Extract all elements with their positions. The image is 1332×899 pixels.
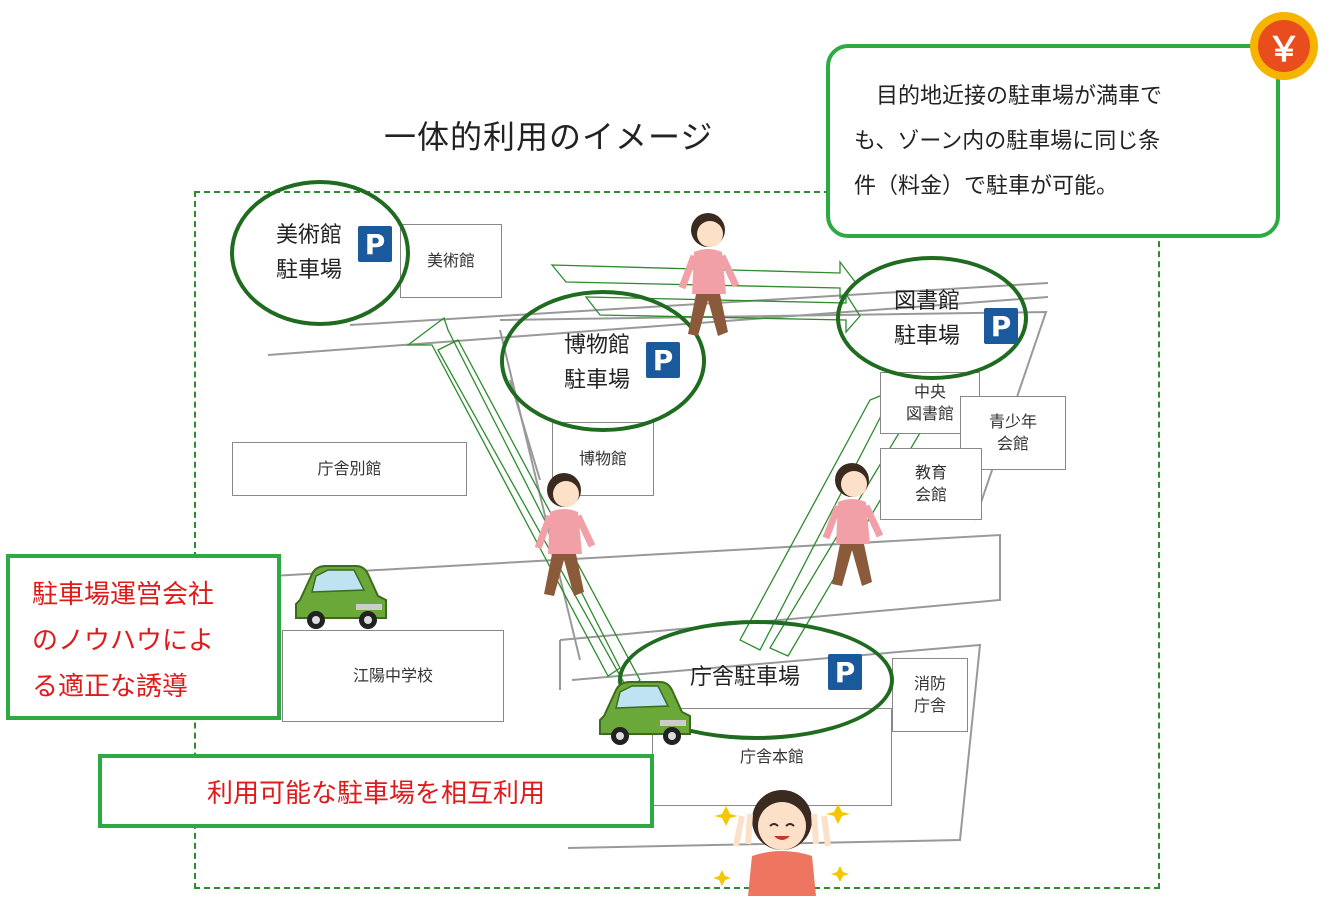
callout-text: 目的地近接の駐車場が満車で も、ゾーン内の駐車場に同じ条 件（料金）で駐車が可能…	[854, 84, 1163, 199]
walking-woman-icon	[822, 463, 884, 586]
building-junior-high: 江陽中学校	[282, 630, 504, 722]
youth-hall-line2: 会館	[996, 434, 1029, 453]
mutual-use-text: 利用可能な駐車場を相互利用	[206, 778, 545, 809]
education-hall-line2: 会館	[914, 485, 947, 504]
zone-boundary	[194, 191, 1160, 889]
walking-woman-icon	[678, 213, 740, 336]
building-fire-dept: 消防 庁舎	[892, 658, 968, 732]
diagram-title: 一体的利用のイメージ	[384, 118, 714, 156]
walking-woman-icon	[534, 473, 596, 596]
parking-icon: P	[646, 342, 680, 378]
fire-dept-line1: 消防	[913, 674, 946, 694]
youth-hall-line1: 青少年	[988, 412, 1037, 432]
condition-callout: 目的地近接の駐車場が満車で も、ゾーン内の駐車場に同じ条 件（料金）で駐車が可能…	[826, 44, 1280, 238]
parking-zone-art	[230, 180, 410, 326]
happy-woman-icon	[713, 790, 850, 896]
parking-zone-library	[836, 256, 1028, 380]
yen-symbol: ￥	[1258, 20, 1310, 72]
building-annex: 庁舎別館	[232, 442, 467, 496]
car-icon	[599, 681, 691, 745]
operator-guidance-text: 駐車場運営会社 のノウハウによ る適正な誘導	[32, 580, 215, 702]
parking-icon: P	[984, 308, 1018, 344]
building-art-museum: 美術館	[400, 224, 502, 298]
education-hall-line1: 教育	[914, 463, 947, 483]
car-icon	[295, 565, 387, 629]
mutual-use-box: 利用可能な駐車場を相互利用	[98, 754, 654, 828]
parking-label-library: 図書館 駐車場	[894, 289, 961, 350]
parking-label-museum: 博物館 駐車場	[564, 333, 631, 394]
central-library-line1: 中央	[913, 382, 946, 402]
operator-guidance-box: 駐車場運営会社 のノウハウによ る適正な誘導	[6, 554, 281, 720]
parking-icon: P	[358, 226, 392, 262]
central-library-line2: 図書館	[905, 404, 954, 423]
yen-icon: ￥	[1250, 12, 1318, 80]
parking-label-office: 庁舎駐車場	[690, 665, 801, 690]
fire-dept-line2: 庁舎	[913, 696, 946, 715]
parking-zone-museum	[500, 290, 706, 432]
building-education-hall: 教育 会館	[880, 448, 982, 520]
parking-zone-office	[618, 620, 894, 740]
parking-label-art: 美術館 駐車場	[276, 223, 343, 284]
parking-icon: P	[828, 654, 862, 690]
